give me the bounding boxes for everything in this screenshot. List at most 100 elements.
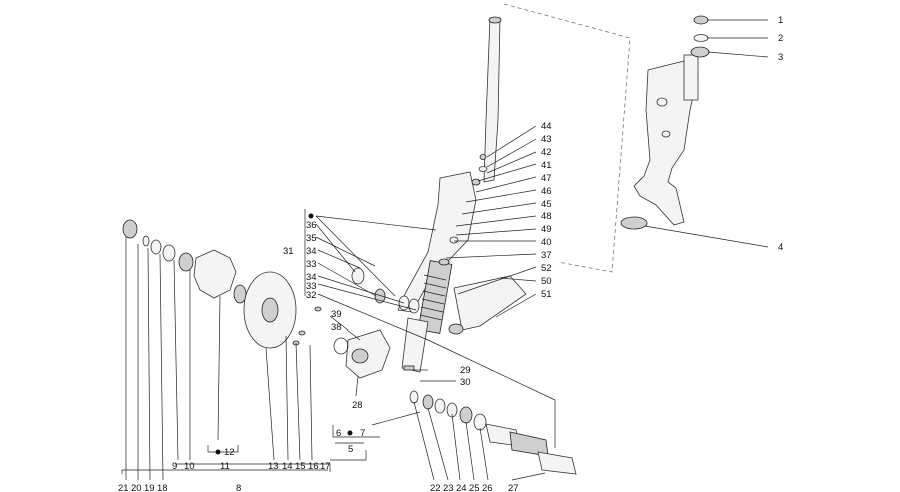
axle-ring-5: [459, 406, 473, 424]
callout-41: 41: [541, 160, 552, 171]
callout-27: 27: [508, 483, 519, 492]
callout-18: 18: [157, 483, 168, 492]
bullet-12: [215, 449, 221, 455]
callout-31: 31: [283, 246, 294, 257]
caliper-screw: [403, 365, 415, 371]
shock-bolt: [448, 323, 464, 335]
callout-7: 7: [360, 428, 365, 439]
callout-33: 33: [306, 259, 317, 270]
callout-23: 23: [443, 483, 454, 492]
axle-ring-4: [446, 402, 458, 418]
wheel-hub-group: [122, 219, 322, 349]
dashed-boundary-line: [503, 3, 631, 273]
leader-lines: [121, 19, 769, 481]
shock-spring: [419, 274, 447, 321]
upper-cap-nut: [693, 15, 709, 25]
hub-washer: [142, 235, 150, 247]
callout-48: 48: [541, 211, 552, 222]
callout-37: 37: [541, 250, 552, 261]
callout-8: 8: [236, 483, 241, 492]
callout-34b: 34: [306, 272, 317, 283]
callout-20: 20: [131, 483, 142, 492]
upper-washer: [693, 34, 709, 42]
upper-bearing-ring: [690, 46, 710, 58]
caliper-piston: [351, 348, 369, 364]
callout-47: 47: [541, 173, 552, 184]
hub-inner-ring: [233, 284, 247, 304]
callout-43: 43: [541, 134, 552, 145]
callout-6: 6: [336, 428, 341, 439]
top-bolt: [479, 154, 487, 160]
callout-28: 28: [352, 400, 363, 411]
top-nut: [471, 178, 481, 186]
front-fork-group: [397, 16, 527, 373]
callout-45: 45: [541, 199, 552, 210]
bearing-upper-2: [374, 288, 386, 304]
callout-38: 38: [331, 322, 342, 333]
callout-12: 12: [224, 447, 235, 458]
brake-disc-center: [261, 297, 279, 323]
callout-2: 2: [778, 33, 783, 44]
callout-1: 1: [778, 15, 783, 26]
callout-22: 22: [430, 483, 441, 492]
brake-caliper-group: [333, 329, 415, 379]
callout-49: 49: [541, 224, 552, 235]
callout-26: 26: [482, 483, 493, 492]
callout-10: 10: [184, 461, 195, 472]
callout-36: 36: [306, 220, 317, 231]
callout-42: 42: [541, 147, 552, 158]
callout-46: 46: [541, 186, 552, 197]
disc-bolt-a: [298, 330, 306, 336]
callout-3: 3: [778, 52, 783, 63]
callout-5: 5: [348, 444, 353, 455]
callout-33b: 33: [306, 281, 317, 292]
callout-numbers: 1 2 3 4 44 43 42 41 47 46 45 48 49 40 37…: [118, 15, 783, 492]
steering-upper-tube: [683, 54, 699, 101]
callout-51: 51: [541, 289, 552, 300]
callout-30: 30: [460, 377, 471, 388]
hub-nut: [122, 219, 138, 239]
clip: [449, 236, 459, 244]
wheel-hub: [193, 249, 237, 299]
callout-11: 11: [220, 461, 230, 472]
disc-bolt-c: [314, 306, 322, 312]
callout-44: 44: [541, 121, 552, 132]
axle-ring-2: [422, 394, 434, 410]
speedo-drive: [537, 451, 577, 475]
callout-21: 21: [118, 483, 129, 492]
lower-bearing-ring: [620, 216, 648, 230]
callout-17: 17: [320, 461, 331, 472]
axle-group: [409, 390, 577, 475]
callout-16: 16: [308, 461, 319, 472]
hub-spacer: [150, 239, 162, 255]
callout-13: 13: [268, 461, 279, 472]
fork-tube-top: [488, 16, 502, 24]
steering-column-group: [503, 3, 710, 273]
shock-bracket: [453, 275, 527, 331]
callout-9: 9: [172, 461, 177, 472]
callout-25: 25: [469, 483, 480, 492]
column-hole-2: [661, 130, 671, 138]
callout-35: 35: [306, 233, 317, 244]
callout-19: 19: [144, 483, 155, 492]
hub-bearing: [178, 252, 194, 272]
callout-4: 4: [778, 242, 783, 253]
callout-52: 52: [541, 263, 552, 274]
fork-lower-leg: [401, 317, 429, 373]
callout-50: 50: [541, 276, 552, 287]
fork-steering-tube: [483, 17, 501, 183]
hub-seal: [162, 244, 176, 262]
bearing-upper-4: [408, 298, 420, 314]
callout-32: 32: [306, 290, 317, 301]
axle-ring-6: [473, 413, 487, 431]
top-washer: [478, 166, 488, 172]
caliper-oring: [333, 337, 349, 355]
callout-40: 40: [541, 237, 552, 248]
callout-24: 24: [456, 483, 467, 492]
callout-29: 29: [460, 365, 471, 376]
callout-34: 34: [306, 246, 317, 257]
callout-15: 15: [295, 461, 306, 472]
column-hole: [656, 97, 668, 107]
callout-39: 39: [331, 309, 342, 320]
bullet-36: [308, 213, 314, 219]
